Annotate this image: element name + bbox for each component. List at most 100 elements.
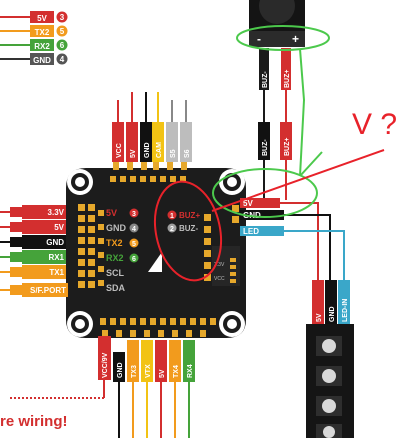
board-label-buz-plus: 1 BUZ+	[167, 210, 200, 220]
svg-text:S6: S6	[184, 149, 191, 158]
buzzer-minus-pin	[258, 122, 270, 160]
buzzer-plus-mark: +	[292, 32, 299, 46]
svg-text:TX2: TX2	[35, 28, 50, 37]
buzzer-plus-pin	[280, 122, 292, 160]
user-annotations: V ?	[154, 25, 397, 282]
svg-text:6: 6	[60, 41, 65, 50]
left-wire-tx1: TX1	[0, 265, 66, 279]
buzzer-minus-mark: -	[257, 32, 261, 46]
svg-text:5V: 5V	[243, 199, 253, 208]
bottom-pin-rx4: RX4	[183, 340, 195, 438]
svg-text:3: 3	[132, 211, 136, 218]
bottom-pin-tx3: TX3	[127, 340, 139, 438]
board-label-tx2: TX2 5	[106, 238, 139, 248]
svg-text:GND: GND	[46, 238, 64, 247]
svg-text:TX1: TX1	[49, 268, 64, 277]
led-strip-led	[316, 424, 342, 438]
buzzer-terminal-block	[249, 31, 305, 47]
left-wire-sfport: S/F.PORT	[0, 283, 68, 297]
board-label-buz-minus: 2 BUZ-	[167, 223, 198, 233]
annotation-circle-buzzer-terminals	[236, 25, 330, 51]
bottom-pin-5v: 5V	[155, 340, 167, 438]
led-strip-led	[316, 336, 342, 356]
board-label-sda: SDA	[106, 283, 126, 293]
right-wire-led: LED	[240, 226, 345, 280]
led-strip-led	[316, 366, 342, 386]
svg-text:RX2: RX2	[106, 253, 124, 263]
pad-tag-gnd: GND 4	[0, 53, 68, 65]
top-pin-s5: S5	[166, 122, 178, 162]
svg-text:TX2: TX2	[106, 238, 123, 248]
left-wire-5v: 5V	[0, 220, 66, 234]
svg-text:4: 4	[132, 226, 136, 233]
right-output-wires: 5V GND LED	[240, 198, 345, 280]
led-strip: 5V GND LED-IN	[306, 280, 354, 438]
bottom-pin-tx4: TX4	[169, 340, 181, 438]
top-pin-cam: CAM	[152, 122, 164, 162]
board-label-3v3: 3.3V	[214, 262, 225, 268]
top-left-pad-legend: 5V 3 TX2 5 RX2 6 GND 4	[0, 11, 68, 65]
svg-text:6: 6	[132, 256, 136, 263]
top-pin-headers: VCC 5V GND CAM S5 S6	[112, 92, 192, 162]
left-wire-bundle: 3.3V 5V GND RX1 TX1 S/F.PORT	[0, 205, 68, 297]
svg-text:S/F.PORT: S/F.PORT	[30, 286, 66, 295]
svg-text:LED: LED	[243, 227, 259, 236]
svg-text:5V: 5V	[159, 369, 166, 378]
pad-tag-5v: 5V 3	[0, 11, 68, 23]
svg-text:5V: 5V	[106, 208, 117, 218]
led-pin-led-in: LED-IN	[338, 280, 350, 324]
pad-tag-rx2: RX2 6	[0, 39, 68, 51]
svg-text:2: 2	[170, 226, 174, 233]
svg-text:S5: S5	[170, 149, 177, 158]
annotation-green-arrow	[299, 151, 323, 177]
svg-text:LED-IN: LED-IN	[342, 299, 349, 322]
svg-text:TX4: TX4	[173, 365, 180, 378]
bottom-pin-vtx: VTX	[141, 340, 153, 438]
svg-text:BUZ+: BUZ+	[179, 211, 200, 220]
svg-text:VCC/9V: VCC/9V	[102, 352, 109, 378]
right-wire-gnd: GND	[240, 210, 331, 280]
svg-text:RX1: RX1	[48, 253, 64, 262]
bottom-pin-headers: VCC/9V GND TX3 VTX 5V TX4	[10, 336, 195, 438]
pad-tag-tx2: TX2 5	[0, 25, 68, 37]
board-label-vcc: VCC	[214, 276, 225, 282]
svg-text:GND: GND	[33, 56, 51, 65]
top-pin-5v: 5V	[126, 122, 138, 162]
svg-text:BUZ+: BUZ+	[284, 138, 291, 156]
footer-warning-text: re wiring!	[0, 413, 68, 430]
svg-text:CAM: CAM	[156, 142, 163, 158]
svg-text:5: 5	[60, 27, 65, 36]
buzzer-minus-lead	[259, 48, 269, 90]
board-label-rx2: RX2 6	[106, 253, 139, 263]
svg-text:VCC: VCC	[116, 143, 123, 158]
svg-text:BUZ-: BUZ-	[262, 71, 269, 88]
svg-text:5: 5	[132, 241, 136, 248]
top-pin-vcc: VCC	[112, 122, 124, 162]
svg-text:GND: GND	[117, 362, 124, 378]
board-label-5v: 5V 3	[106, 208, 139, 218]
top-pin-gnd: GND	[140, 122, 152, 162]
annotation-circle-right-outputs	[212, 168, 318, 218]
svg-text:1: 1	[170, 213, 174, 220]
svg-text:BUZ+: BUZ+	[284, 70, 291, 88]
svg-text:TX3: TX3	[131, 365, 138, 378]
svg-text:BUZ-: BUZ-	[262, 139, 269, 156]
buzzer-plus-lead	[281, 48, 291, 90]
left-wire-3v3: 3.3V	[0, 205, 66, 219]
board-direction-arrow	[148, 252, 162, 272]
svg-text:VTX: VTX	[145, 364, 152, 378]
led-strip-led	[316, 396, 342, 416]
annotation-voltage-question: V ?	[352, 108, 397, 141]
svg-text:RX2: RX2	[34, 42, 50, 51]
led-pin-gnd: GND	[325, 280, 337, 324]
svg-text:BUZ-: BUZ-	[179, 224, 198, 233]
left-wire-gnd: GND	[0, 235, 66, 249]
annotation-circle-buz-pads	[154, 180, 222, 282]
annotation-red-line	[211, 149, 385, 212]
svg-text:5V: 5V	[316, 313, 323, 322]
left-wire-rx1: RX1	[0, 250, 66, 264]
svg-text:3.3V: 3.3V	[48, 208, 65, 217]
svg-text:5V: 5V	[37, 14, 47, 23]
led-pin-5v: 5V	[312, 280, 324, 324]
